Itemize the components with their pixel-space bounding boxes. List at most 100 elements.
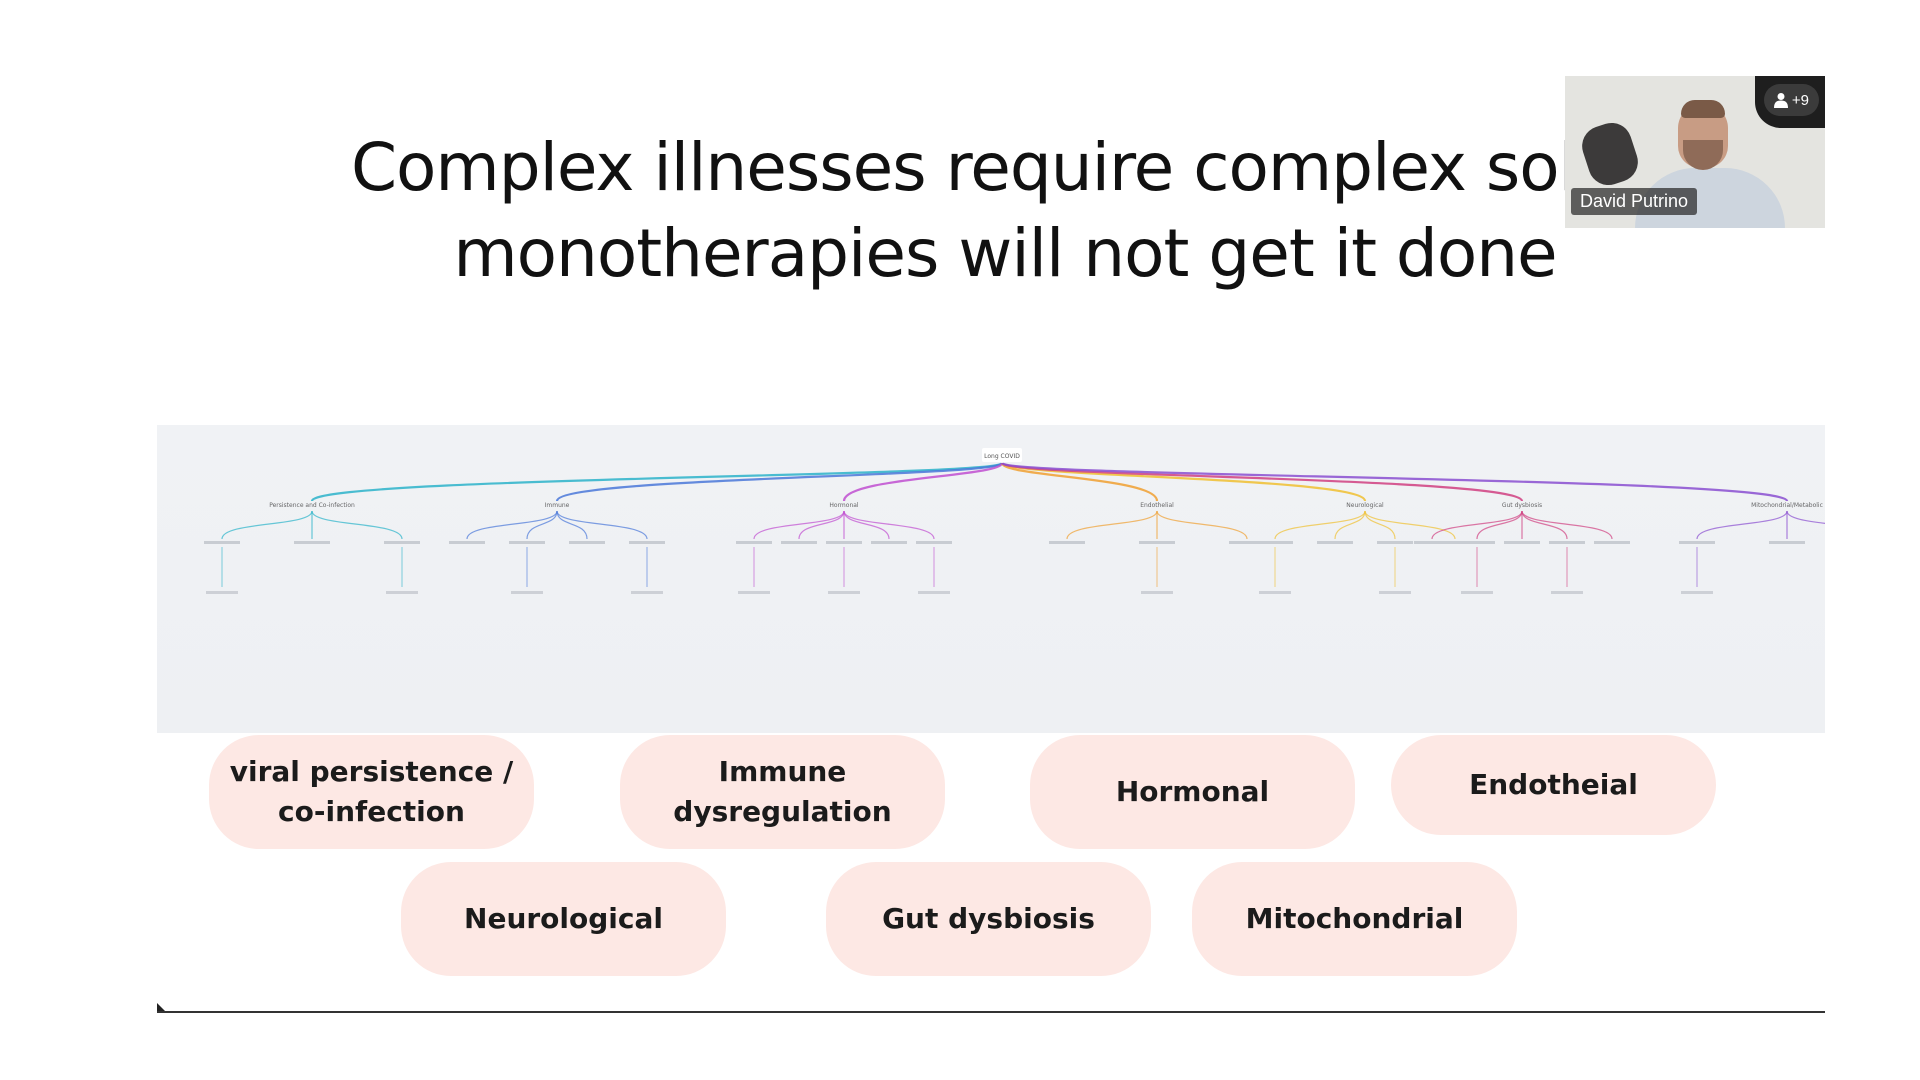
mindmap-node-text xyxy=(569,541,605,544)
mindmap-diagram: Long COVID Persistence and Co-infection Im… xyxy=(204,448,1825,594)
mindmap-node-text xyxy=(1504,541,1540,544)
mindmap-root-box xyxy=(982,448,1022,462)
mindmap-leaf-text xyxy=(631,591,663,594)
mindmap-leaf-text xyxy=(828,591,860,594)
mindmap-sub-branch xyxy=(1521,510,1613,540)
mindmap-node-text xyxy=(826,541,862,544)
person-icon xyxy=(1773,93,1788,108)
category-gut-dysbiosis: Gut dysbiosis xyxy=(826,862,1151,976)
mindmap-node-text xyxy=(871,541,907,544)
mindmap-sub-branch xyxy=(843,510,935,540)
mindmap-leaf-text xyxy=(1259,591,1291,594)
category-immune-dysregulation: Immune dysregulation xyxy=(620,735,945,849)
mindmap-node-text xyxy=(1257,541,1293,544)
mindmap-branch xyxy=(1000,461,1159,502)
mindmap-sub-branch xyxy=(1696,510,1788,540)
mindmap-branch xyxy=(1000,461,1789,503)
participant-name-label: David Putrino xyxy=(1571,188,1698,215)
mindmap-node-text xyxy=(1229,541,1265,544)
category-label: dysregulation xyxy=(673,795,892,828)
mindmap-leaf-text xyxy=(738,591,770,594)
mindmap-sub-branch xyxy=(556,510,648,540)
mindmap-root-label: Long COVID xyxy=(984,453,1020,460)
category-label: co-infection xyxy=(278,795,465,828)
mindmap-node-text xyxy=(1139,541,1175,544)
mindmap-sub-branch xyxy=(466,510,558,540)
mindmap-sub-branch xyxy=(798,510,845,540)
mindmap-node-text xyxy=(1437,541,1473,544)
mindmap-node-text xyxy=(1679,541,1715,544)
mindmap-node-text xyxy=(1317,541,1353,544)
mindmap-node-text xyxy=(1377,541,1413,544)
category-endothelial: Endotheial xyxy=(1391,735,1716,835)
mindmap-node-text xyxy=(1549,541,1585,544)
category-label: Immune xyxy=(718,755,847,788)
mindmap-sub-branch xyxy=(1364,510,1456,540)
mindmap-node-text xyxy=(1769,541,1805,544)
participant-hair xyxy=(1681,100,1725,118)
mindmap-branch xyxy=(555,461,1004,503)
mindmap-sub-branch xyxy=(1786,510,1825,524)
mindmap-sub-branch xyxy=(221,510,313,540)
mindmap-leaf-text xyxy=(1141,591,1173,594)
participants-badge[interactable]: +9 xyxy=(1755,76,1825,128)
mindmap-node-text xyxy=(509,541,545,544)
participants-count-pill[interactable]: +9 xyxy=(1763,84,1819,116)
mindmap-branch xyxy=(842,461,1004,502)
mindmap-branch-label: Persistence and Co-infection xyxy=(269,502,355,509)
mindmap-sub-branch xyxy=(1431,510,1523,540)
mindmap-node-text xyxy=(916,541,952,544)
slide-bottom-border xyxy=(157,1011,1825,1013)
mindmap-sub-branch xyxy=(843,510,890,540)
category-neurological: Neurological xyxy=(401,862,726,976)
mindmap-sub-branch xyxy=(1066,510,1158,540)
mindmap-node-text xyxy=(384,541,420,544)
title-line-1: Complex illnesses require complex soluti xyxy=(350,129,1660,206)
mindmap-branch-label: Immune xyxy=(545,502,570,509)
mindmap-sub-branch xyxy=(526,510,558,540)
mindmap-branch-label: Mitochondrial/Metabolic xyxy=(1751,502,1823,509)
category-label: viral persistence / xyxy=(229,755,514,788)
mindmap-leaf-text xyxy=(1461,591,1493,594)
slide-title: Complex illnesses require complex soluti… xyxy=(200,125,1810,297)
mindmap-sub-branch xyxy=(311,510,403,540)
mindmap-sub-branch xyxy=(1334,510,1366,540)
category-viral-persistence: viral persistence / co-infection xyxy=(209,735,534,849)
mindmap-leaf-text xyxy=(511,591,543,594)
mindmap-node-text xyxy=(629,541,665,544)
mindmap-node-text xyxy=(736,541,772,544)
mindmap-leaf-text xyxy=(386,591,418,594)
mindmap-node-text xyxy=(1414,541,1450,544)
mindmap-sub-branch xyxy=(1476,510,1523,540)
mindmap-sub-branch xyxy=(1156,510,1248,540)
category-mitochondrial: Mitochondrial xyxy=(1192,862,1517,976)
mindmap-node-text xyxy=(781,541,817,544)
mindmap-sub-branch xyxy=(1274,510,1366,540)
mindmap-sub-branch xyxy=(753,510,845,540)
mindmap-node-text xyxy=(294,541,330,544)
mindmap-node-text xyxy=(1049,541,1085,544)
mindmap-sub-branch xyxy=(556,510,588,540)
mindmap-node-text xyxy=(1459,541,1495,544)
mindmap-branch xyxy=(310,461,1004,503)
mindmap-sub-branch xyxy=(1364,510,1396,540)
participant-video-tile[interactable]: David Putrino +9 xyxy=(1565,76,1825,228)
mindmap-leaf-text xyxy=(918,591,950,594)
participants-count: +9 xyxy=(1791,91,1809,109)
mindmap-branch-label: Endothelial xyxy=(1140,502,1174,509)
mindmap-branch-label: Gut dysbiosis xyxy=(1502,502,1542,509)
mindmap-node-text xyxy=(1594,541,1630,544)
mindmap-leaf-text xyxy=(206,591,238,594)
mindmap-branch-label: Hormonal xyxy=(829,502,859,509)
mindmap-branch-label: Neurological xyxy=(1346,502,1384,509)
long-covid-mindmap: Long COVID Persistence and Co-infection Im… xyxy=(157,425,1825,733)
title-line-2: monotherapies will not get it done xyxy=(453,215,1557,292)
mindmap-leaf-text xyxy=(1379,591,1411,594)
mindmap-sub-branch xyxy=(1521,510,1568,540)
mindmap-leaf-text xyxy=(1551,591,1583,594)
mindmap-node-text xyxy=(204,541,240,544)
category-hormonal: Hormonal xyxy=(1030,735,1355,849)
mindmap-leaf-text xyxy=(1681,591,1713,594)
mindmap-node-text xyxy=(449,541,485,544)
slide-corner-marker xyxy=(157,1003,165,1011)
